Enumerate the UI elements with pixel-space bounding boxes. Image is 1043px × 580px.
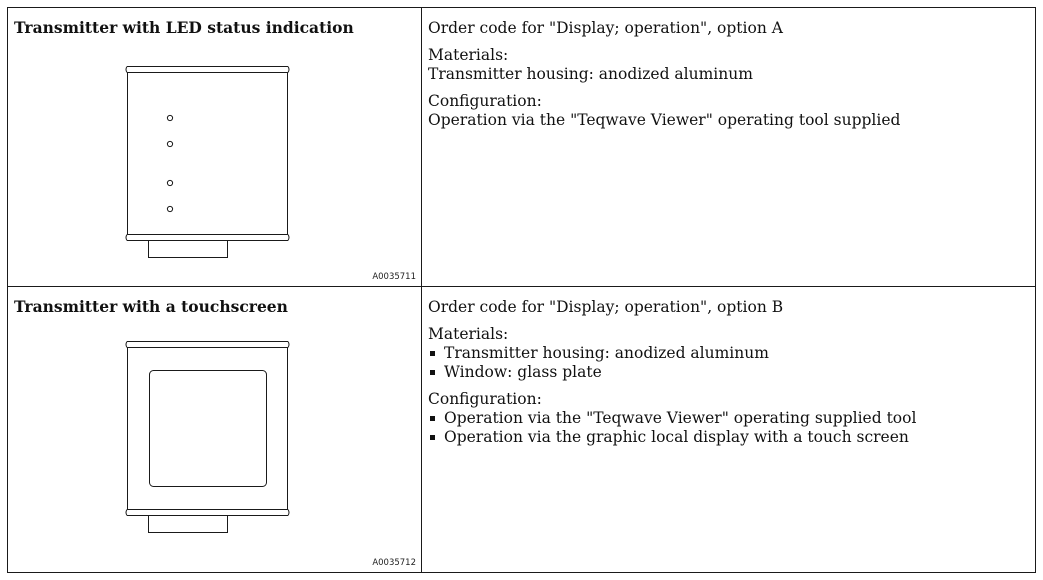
configuration-list: Operation via the "Teqwave Viewer" opera… — [428, 409, 1035, 447]
order-code: Order code for "Display; operation", opt… — [428, 298, 784, 316]
drawing-code: A0035712 — [372, 558, 416, 568]
led-indicator-2 — [166, 140, 174, 148]
led-indicator-1 — [166, 114, 174, 122]
materials-text: Transmitter housing: anodized aluminum — [428, 65, 753, 83]
materials-section: Materials: Transmitter housing: anodized… — [428, 46, 1035, 84]
materials-title: Materials: — [428, 325, 509, 343]
materials-title: Materials: — [428, 46, 509, 64]
configuration-text: Operation via the "Teqwave Viewer" opera… — [428, 111, 901, 129]
touchscreen-transmitter-drawing — [125, 341, 290, 533]
materials-section: Materials: Transmitter housing: anodized… — [428, 325, 1035, 382]
list-item: Transmitter housing: anodized aluminum — [428, 344, 1035, 363]
description-cell-led: Order code for "Display; operation", opt… — [421, 7, 1036, 287]
list-item: Operation via the "Teqwave Viewer" opera… — [428, 409, 1035, 428]
list-item: Window: glass plate — [428, 363, 1035, 382]
led-transmitter-drawing — [125, 66, 290, 258]
materials-list: Transmitter housing: anodized aluminum W… — [428, 344, 1035, 382]
spec-table: Transmitter with LED status indication — [7, 7, 1036, 573]
product-heading: Transmitter with a touchscreen — [14, 297, 288, 316]
table-row: Transmitter with a touchscreen — [7, 286, 1036, 573]
touchscreen-window — [149, 370, 267, 487]
list-item: Operation via the graphic local display … — [428, 428, 1035, 447]
configuration-title: Configuration: — [428, 92, 542, 110]
order-code: Order code for "Display; operation", opt… — [428, 19, 783, 37]
configuration-section: Configuration: Operation via the "Teqwav… — [428, 390, 1035, 447]
product-heading: Transmitter with LED status indication — [14, 18, 354, 37]
product-cell-led: Transmitter with LED status indication — [7, 7, 422, 287]
configuration-title: Configuration: — [428, 390, 542, 408]
led-indicator-3 — [166, 179, 174, 187]
configuration-section: Configuration: Operation via the "Teqwav… — [428, 92, 1035, 130]
led-indicator-4 — [166, 205, 174, 213]
drawing-code: A0035711 — [372, 272, 416, 282]
description-cell-touchscreen: Order code for "Display; operation", opt… — [421, 286, 1036, 573]
table-row: Transmitter with LED status indication — [7, 7, 1036, 287]
product-cell-touchscreen: Transmitter with a touchscreen — [7, 286, 422, 573]
